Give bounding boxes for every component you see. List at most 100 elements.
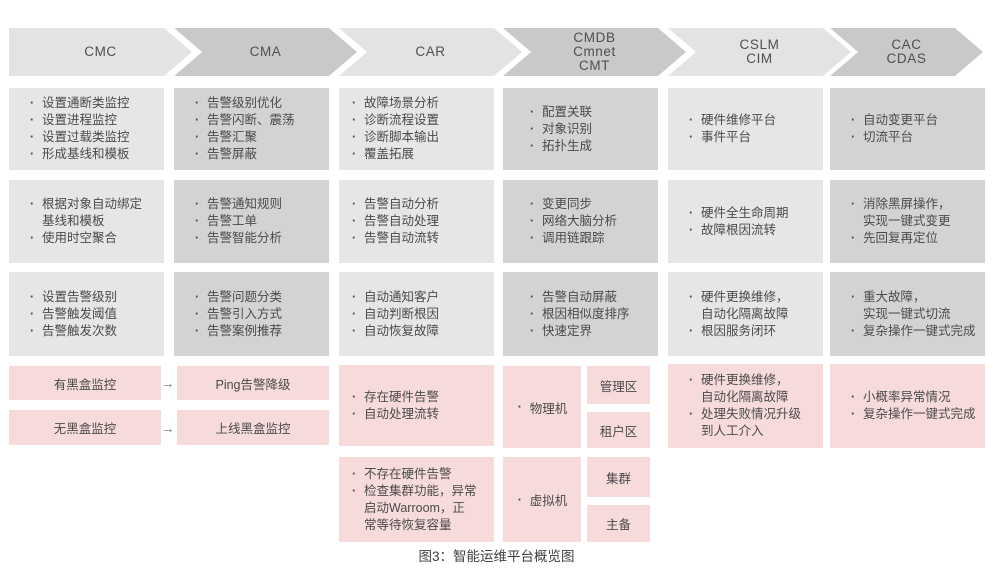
capability-item: 诊断流程设置 [351,112,488,129]
ping-alarm-downgrade-tag: Ping告警降级 [177,366,329,400]
cmc-capability-box-3: 设置告警级别 告警触发阈值 告警触发次数 [9,272,164,356]
zone-tenant-box: 租户区 [587,412,650,448]
capability-item: 告警汇聚 [194,129,323,146]
capability-item: 设置过载类监控 [29,129,158,146]
cmc-capability-box-1: 设置通断类监控 设置进程监控 设置过载类监控 形成基线和模板 [9,88,164,170]
stage-arrow-cmc: CMC [9,28,192,76]
capability-item: 事件平台 [688,129,817,146]
capability-item: 告警屏蔽 [194,146,323,163]
capability-list: 硬件更换维修， 自动化隔离故障 处理失败情况升级 到人工介入 [688,372,817,440]
capability-item: 告警自动屏蔽 [529,289,652,306]
capability-item: 告警触发阈值 [29,306,158,323]
capability-item: 复杂操作一键式完成 [850,323,979,340]
cmdb-capability-box-2: 变更同步 网络大脑分析 调用链跟踪 [503,180,658,263]
flow-arrow-icon: → [160,375,175,391]
capability-item: 故障根因流转 [688,222,817,239]
capability-item: 告警级别优化 [194,95,323,112]
stage-arrow-cslm: CSLM CIM [668,28,851,76]
capability-item: 自动变更平台 [850,112,979,129]
capability-item: 告警问题分类 [194,289,323,306]
capability-item: 对象识别 [529,121,652,138]
capability-item: 告警自动分析 [351,196,488,213]
stage-label: CAR [415,44,446,59]
capability-list: 告警通知规则 告警工单 告警智能分析 [194,196,323,247]
capability-item: 快速定界 [529,323,652,340]
capability-item: 存在硬件告警 [351,389,488,406]
capability-item: 硬件全生命周期 [688,205,817,222]
cac-capability-box-1: 自动变更平台 切流平台 [830,88,985,170]
capability-item: 告警通知规则 [194,196,323,213]
cac-capability-box-3: 重大故障， 实现一键式切流 复杂操作一键式完成 [830,272,985,356]
capability-item: 不存在硬件告警 [351,466,488,483]
capability-item: 自动处理流转 [351,406,488,423]
stage-label: CAC CDAS [886,37,927,66]
capability-item: 消除黑屏操作， 实现一键式变更 [850,196,979,230]
capability-item: 先回复再定位 [850,230,979,247]
capability-item: 重大故障， 实现一键式切流 [850,289,979,323]
capability-item: 复杂操作一键式完成 [850,406,979,423]
stage-label: CMDB Cmnet CMT [573,30,616,73]
capability-list: 存在硬件告警 自动处理流转 [351,389,488,423]
capability-list: 告警自动屏蔽 根因相似度排序 快速定界 [529,289,652,340]
capability-list: 告警自动分析 告警自动处理 告警自动流转 [351,196,488,247]
cslm-capability-box-1: 硬件维修平台 事件平台 [668,88,823,170]
flow-arrow-icon: → [160,419,175,436]
capability-item: 故障场景分析 [351,95,488,112]
stage-arrow-cac: CAC CDAS [830,28,983,76]
car-capability-box-3: 自动通知客户 自动判断根因 自动恢复故障 [339,272,494,356]
blackbox-absent-tag: 无黑盒监控 [9,410,161,445]
cma-capability-box-1: 告警级别优化 告警闪断、震荡 告警汇聚 告警屏蔽 [174,88,329,170]
cac-pink-box: 小概率异常情况 复杂操作一键式完成 [830,364,985,448]
capability-item: 形成基线和模板 [29,146,158,163]
launch-blackbox-tag: 上线黑盒监控 [177,410,329,445]
capability-list: 设置通断类监控 设置进程监控 设置过载类监控 形成基线和模板 [29,95,158,163]
capability-item: 告警工单 [194,213,323,230]
capability-item: 配置关联 [529,104,652,121]
cmdb-capability-box-1: 配置关联 对象识别 拓扑生成 [503,88,658,170]
cmdb-capability-box-3: 告警自动屏蔽 根因相似度排序 快速定界 [503,272,658,356]
cma-capability-box-2: 告警通知规则 告警工单 告警智能分析 [174,180,329,263]
capability-item: 硬件更换维修， 自动化隔离故障 [688,289,817,323]
capability-item: 变更同步 [529,196,652,213]
capability-list: 硬件更换维修， 自动化隔离故障 根因服务闭环 [688,289,817,340]
capability-item: 诊断脚本输出 [351,129,488,146]
capability-item: 告警触发次数 [29,323,158,340]
capability-item: 自动通知客户 [351,289,488,306]
virtual-machine-box: 虚拟机 [503,457,581,542]
capability-item: 根据对象自动绑定 基线和模板 [29,196,158,230]
zone-cluster-box: 集群 [587,457,650,497]
physical-machine-box: 物理机 [503,366,581,448]
capability-item: 根因服务闭环 [688,323,817,340]
zone-mgmt-box: 管理区 [587,366,650,404]
capability-item: 自动恢复故障 [351,323,488,340]
capability-item: 覆盖拓展 [351,146,488,163]
capability-item: 根因相似度排序 [529,306,652,323]
capability-item: 检查集群功能，异常 启动Warroom，正 常等待恢复容量 [351,483,488,534]
capability-list: 自动通知客户 自动判断根因 自动恢复故障 [351,289,488,340]
capability-item: 设置进程监控 [29,112,158,129]
capability-item: 自动判断根因 [351,306,488,323]
capability-item: 告警引入方式 [194,306,323,323]
capability-list: 自动变更平台 切流平台 [850,112,979,146]
capability-item: 调用链跟踪 [529,230,652,247]
capability-item: 告警闪断、震荡 [194,112,323,129]
capability-list: 小概率异常情况 复杂操作一键式完成 [850,389,979,423]
stage-arrow-cma: CMA [174,28,357,76]
car-no-hw-alarm-box: 不存在硬件告警 检查集群功能，异常 启动Warroom，正 常等待恢复容量 [339,457,494,542]
capability-item: 设置告警级别 [29,289,158,306]
capability-list: 故障场景分析 诊断流程设置 诊断脚本输出 覆盖拓展 [351,95,488,163]
capability-list: 设置告警级别 告警触发阈值 告警触发次数 [29,289,158,340]
capability-item: 处理失败情况升级 到人工介入 [688,406,817,440]
cslm-capability-box-2: 硬件全生命周期 故障根因流转 [668,180,823,263]
stage-arrow-car: CAR [339,28,522,76]
cac-capability-box-2: 消除黑屏操作， 实现一键式变更 先回复再定位 [830,180,985,263]
cmc-capability-box-2: 根据对象自动绑定 基线和模板 使用时空聚合 [9,180,164,263]
capability-list: 硬件维修平台 事件平台 [688,112,817,146]
stage-label: CMA [249,44,282,59]
capability-item: 告警智能分析 [194,230,323,247]
stage-label: CMC [84,44,117,59]
car-capability-box-2: 告警自动分析 告警自动处理 告警自动流转 [339,180,494,263]
capability-list: 配置关联 对象识别 拓扑生成 [529,104,652,155]
capability-item: 小概率异常情况 [850,389,979,406]
